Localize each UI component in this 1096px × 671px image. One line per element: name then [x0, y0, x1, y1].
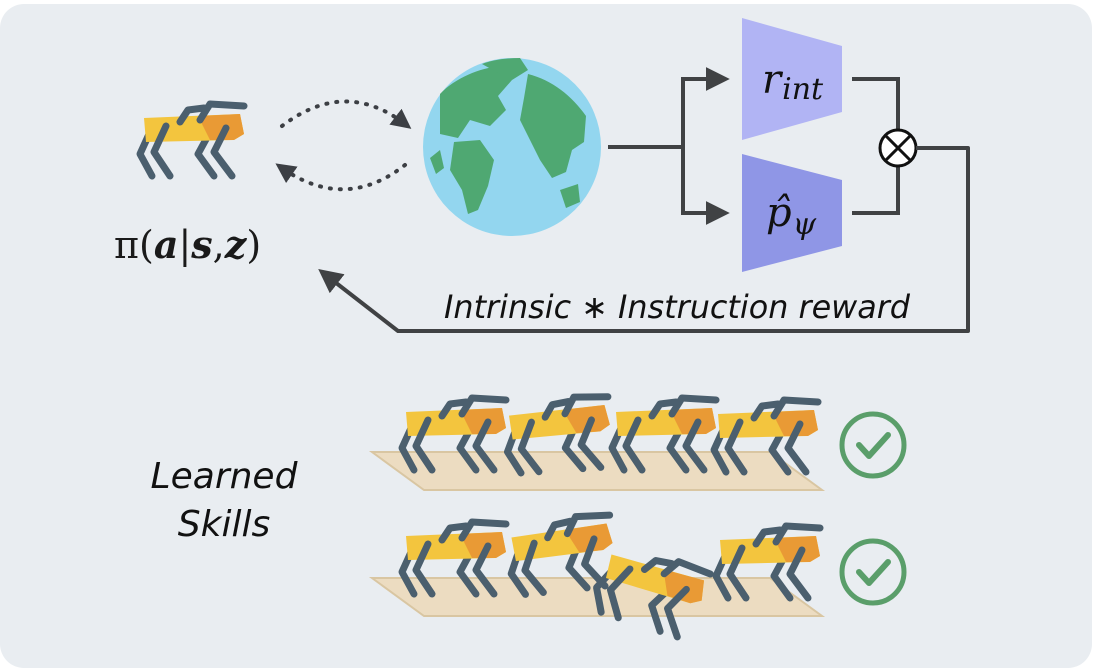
p-psi-to-multiply-line — [852, 166, 900, 215]
r-int-subscript: int — [782, 72, 824, 107]
r-int-label: rint — [762, 57, 824, 107]
policy-comma: , — [213, 223, 225, 267]
p-psi-subscript: ψ — [793, 207, 817, 242]
p-psi-network-block — [742, 154, 842, 272]
skill-row-2 — [368, 513, 826, 641]
r-int-base: r — [762, 57, 784, 103]
policy-pi: π — [114, 223, 139, 267]
learned-skills-label-line1: Learned — [151, 456, 299, 497]
robot-dog-icon — [590, 540, 711, 641]
skill-row-1 — [368, 395, 826, 491]
arrow-to-r-int — [681, 67, 730, 147]
earth-globe-icon — [423, 58, 601, 236]
r-int-to-multiply-line — [852, 77, 900, 130]
p-psi-label: p̂ψ — [766, 190, 817, 242]
action-dotted-arrow — [280, 99, 412, 129]
checkmark-circle-icon — [842, 414, 904, 476]
policy-state: s — [190, 222, 212, 267]
arrow-to-p-psi — [681, 147, 730, 225]
reward-feedback-arrow — [318, 146, 970, 333]
multiply-node-icon — [878, 128, 918, 168]
checkmark-circle-icon — [842, 541, 904, 603]
policy-action: a — [154, 222, 179, 267]
reward-label: Intrinsic ∗ Instruction reward — [444, 288, 911, 326]
r-int-network-block — [742, 18, 842, 140]
policy-label: π(a|s,z) — [114, 222, 261, 267]
policy-close-paren: ) — [246, 223, 261, 267]
observation-dotted-arrow — [275, 163, 407, 192]
p-psi-base: p̂ — [766, 190, 792, 236]
policy-bar: | — [178, 223, 191, 267]
robot-dog-icon — [140, 104, 244, 176]
policy-latent: z — [224, 222, 248, 267]
policy-open-paren: ( — [139, 223, 154, 267]
learned-skills-label-line2: Skills — [178, 504, 270, 545]
